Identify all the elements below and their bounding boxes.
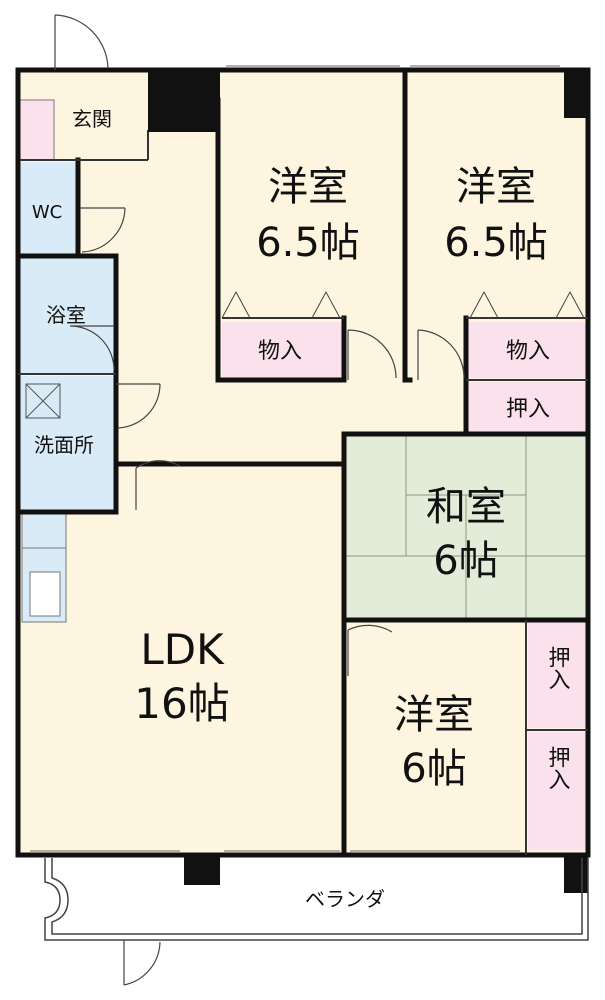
closet3-floor — [468, 382, 586, 432]
closet3-label: 押入 — [506, 397, 550, 422]
closet2-floor — [468, 322, 586, 378]
pillars — [148, 70, 588, 893]
closet5-floor — [528, 732, 586, 850]
japanese-size: 6帖 — [433, 538, 498, 584]
thin-walls — [18, 130, 588, 855]
windows — [30, 65, 560, 852]
western1-name: 洋室 — [268, 164, 348, 210]
wc-label: WC — [32, 202, 62, 223]
closet5-label: 押入 — [545, 746, 571, 790]
kitchen-sink — [29, 571, 61, 617]
veranda-label: ベランダ — [305, 887, 385, 911]
doors — [54, 14, 465, 986]
entrance-shoe-closet — [19, 99, 55, 161]
walls — [15, 67, 591, 858]
labels: 玄関 WC 浴室 洗面所 洋室 6.5帖 洋室 6.5帖 物入 物入 押入 和室… — [32, 107, 571, 911]
western2-size: 6.5帖 — [444, 220, 548, 266]
western3-name: 洋室 — [394, 692, 474, 738]
wc-floor — [20, 162, 76, 254]
western2-name: 洋室 — [456, 164, 536, 210]
tatami-lines — [346, 434, 586, 618]
closet-markers — [221, 290, 585, 319]
entrance-label: 玄関 — [72, 107, 112, 131]
ldk-name: LDK — [140, 625, 225, 674]
closet4-label: 押入 — [545, 646, 571, 690]
washroom-fixture — [25, 383, 61, 419]
washroom-label: 洗面所 — [34, 433, 94, 457]
closet1-label: 物入 — [258, 339, 302, 364]
ldk-size: 16帖 — [134, 679, 229, 728]
bath-floor — [20, 258, 114, 374]
western3-size: 6帖 — [401, 746, 466, 792]
veranda — [44, 858, 589, 941]
bath-label: 浴室 — [46, 303, 86, 327]
closet2-label: 物入 — [506, 339, 550, 364]
floors — [18, 70, 588, 855]
closet4-floor — [528, 622, 586, 728]
western1-size: 6.5帖 — [256, 220, 360, 266]
japanese-name: 和室 — [426, 484, 506, 530]
washroom-floor — [20, 376, 114, 510]
closet1-floor — [222, 322, 342, 378]
